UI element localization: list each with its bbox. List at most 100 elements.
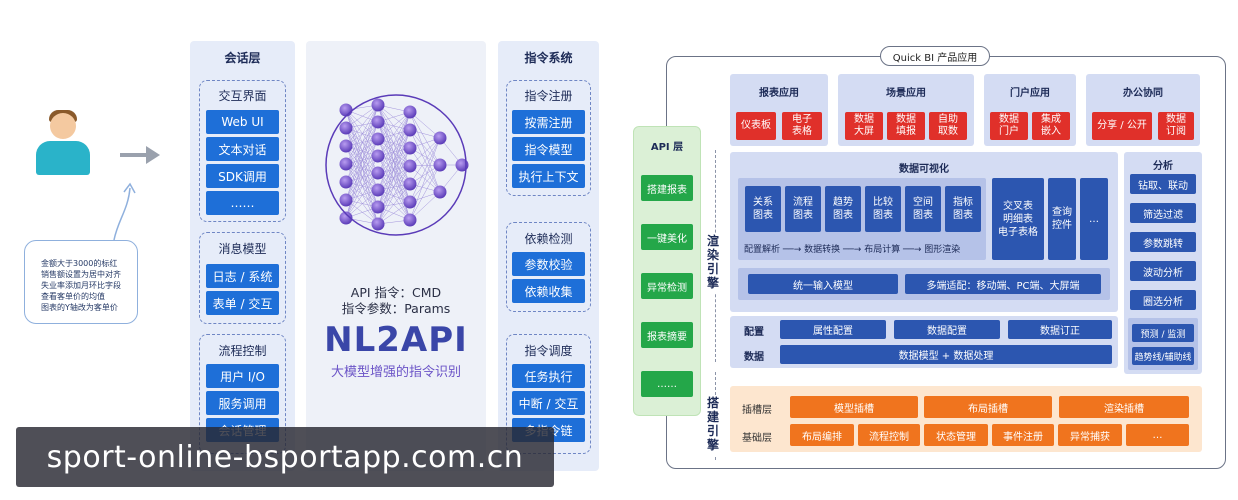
flow-chart-button[interactable]: 流程 图表	[785, 186, 821, 232]
nn-edge	[377, 104, 411, 167]
nn-edge	[345, 163, 379, 208]
panel-title: 办公协同	[1123, 87, 1163, 99]
layout-orchestrate-button[interactable]: 布局编排	[790, 424, 854, 446]
user-body-icon	[36, 141, 90, 175]
data-model-process-button[interactable]: 数据模型 + 数据处理	[780, 345, 1112, 364]
nn-edge	[377, 138, 411, 167]
nn-edge	[377, 172, 411, 221]
task-exec-button[interactable]: 任务执行	[512, 364, 585, 388]
session-layer-title: 会话层	[224, 50, 261, 65]
nn-edge	[377, 111, 411, 140]
nn-edge	[377, 121, 411, 185]
trend-chart-button[interactable]: 趋势 图表	[825, 186, 861, 232]
filter-button[interactable]: 筛选过滤	[1130, 203, 1196, 223]
service-call-button[interactable]: 服务调用	[206, 391, 279, 415]
watermark-banner: sport-online-bsportapp.com.cn	[16, 427, 554, 487]
nn-node	[339, 103, 353, 117]
command-model-button[interactable]: 指令模型	[512, 137, 585, 161]
watermark-text: sport-online-bsportapp.com.cn	[46, 439, 524, 475]
forecast-monitor-button[interactable]: 预测 / 监测	[1132, 324, 1194, 342]
compare-chart-button[interactable]: 比较 图表	[865, 186, 901, 232]
nn-edge	[345, 172, 379, 219]
nn-node	[433, 131, 447, 145]
nn-edge	[345, 109, 379, 174]
build-report-button[interactable]: 搭建报表	[641, 175, 693, 201]
note-line: 失业率添加月环比字段	[41, 281, 121, 290]
api-more-button[interactable]: ……	[641, 371, 693, 397]
more-button[interactable]: ……	[206, 191, 279, 215]
web-ui-button[interactable]: Web UI	[206, 110, 279, 134]
anomaly-detect-button[interactable]: 异常检测	[641, 273, 693, 299]
dependency-collect-button[interactable]: 依赖收集	[512, 279, 585, 303]
nn-node	[371, 132, 385, 146]
quick-bi-tag: Quick BI 产品应用	[880, 46, 990, 66]
nn-edge	[377, 172, 411, 203]
on-demand-register-button[interactable]: 按需注册	[512, 110, 585, 134]
relation-chart-button[interactable]: 关系 图表	[745, 186, 781, 232]
model-slot-button[interactable]: 模型插槽	[790, 396, 918, 418]
nn-edge	[345, 145, 379, 191]
sdk-call-button[interactable]: SDK调用	[206, 164, 279, 188]
exec-context-button[interactable]: 执行上下文	[512, 164, 585, 188]
nn-edge	[409, 164, 441, 221]
nn-node	[371, 217, 385, 231]
cross-table-button[interactable]: 交叉表 明细表 电子表格	[992, 178, 1044, 260]
share-public-button[interactable]: 分享 / 公开	[1092, 112, 1152, 140]
state-manage-button[interactable]: 状态管理	[924, 424, 988, 446]
spreadsheet-button[interactable]: 电子 表格	[782, 112, 822, 140]
data-correct-button[interactable]: 数据订正	[1008, 320, 1112, 339]
nn-node	[339, 211, 353, 225]
attr-config-button[interactable]: 属性配置	[780, 320, 886, 339]
circle-analysis-button[interactable]: 圈选分析	[1130, 290, 1196, 310]
nn-edge	[377, 111, 411, 191]
spatial-chart-button[interactable]: 空间 图表	[905, 186, 941, 232]
nn-edge	[345, 104, 379, 129]
flow-arrow	[120, 153, 148, 157]
beautify-button[interactable]: 一键美化	[641, 224, 693, 250]
panel-title: 门户应用	[1010, 87, 1050, 99]
dashboard-button[interactable]: 仪表板	[736, 112, 776, 140]
event-register-button[interactable]: 事件注册	[992, 424, 1054, 446]
data-viz-title: 数据可视化	[899, 163, 949, 175]
interrupt-interact-button[interactable]: 中断 / 交互	[512, 391, 585, 415]
nn-node	[371, 200, 385, 214]
data-config-button[interactable]: 数据配置	[894, 320, 1000, 339]
text-dialog-button[interactable]: 文本对话	[206, 137, 279, 161]
multi-device-adapt-button[interactable]: 多端适配：移动端、PC端、大屏端	[905, 274, 1101, 294]
drill-link-button[interactable]: 钻取、联动	[1130, 174, 1196, 194]
integrate-embed-button[interactable]: 集成 嵌入	[1032, 112, 1070, 140]
trendline-button[interactable]: 趋势线/辅助线	[1132, 347, 1194, 365]
nn-edge	[345, 189, 379, 219]
data-fill-button[interactable]: 数据 填报	[887, 112, 925, 140]
data-subscribe-button[interactable]: 数据 订阅	[1158, 112, 1194, 140]
report-summary-button[interactable]: 报表摘要	[641, 322, 693, 348]
note-callout-tail	[113, 182, 136, 241]
unified-input-model-button[interactable]: 统一输入模型	[748, 274, 898, 294]
form-interaction-button[interactable]: 表单 / 交互	[206, 291, 279, 315]
render-slot-button[interactable]: 渲染插槽	[1059, 396, 1189, 418]
nn-edge	[345, 104, 379, 183]
nn-edge	[409, 137, 441, 185]
nn-node	[371, 183, 385, 197]
group-title: 消息模型	[218, 241, 267, 256]
build-more-button[interactable]: …	[1126, 424, 1189, 446]
note-line: 金额大于3000的标红	[41, 259, 118, 268]
user-io-button[interactable]: 用户 I/O	[206, 364, 279, 388]
param-check-button[interactable]: 参数校验	[512, 252, 585, 276]
nn-node	[403, 105, 417, 119]
query-control-button[interactable]: 查询 控件	[1048, 178, 1076, 260]
param-jump-button[interactable]: 参数跳转	[1130, 232, 1196, 252]
exception-catch-button[interactable]: 异常捕获	[1058, 424, 1122, 446]
flow-control-button[interactable]: 流程控制	[858, 424, 920, 446]
command-params-label: 指令参数：Params	[341, 300, 451, 316]
self-fetch-button[interactable]: 自助 取数	[929, 112, 967, 140]
viz-more-button[interactable]: …	[1080, 178, 1108, 260]
fluctuation-analysis-button[interactable]: 波动分析	[1130, 261, 1196, 281]
indicator-chart-button[interactable]: 指标 图表	[945, 186, 981, 232]
nn-edge	[377, 121, 411, 167]
data-screen-button[interactable]: 数据 大屏	[845, 112, 883, 140]
layout-slot-button[interactable]: 布局插槽	[924, 396, 1052, 418]
nn-edge	[345, 145, 379, 225]
log-system-button[interactable]: 日志 / 系统	[206, 264, 279, 288]
data-portal-button[interactable]: 数据 门户	[990, 112, 1028, 140]
